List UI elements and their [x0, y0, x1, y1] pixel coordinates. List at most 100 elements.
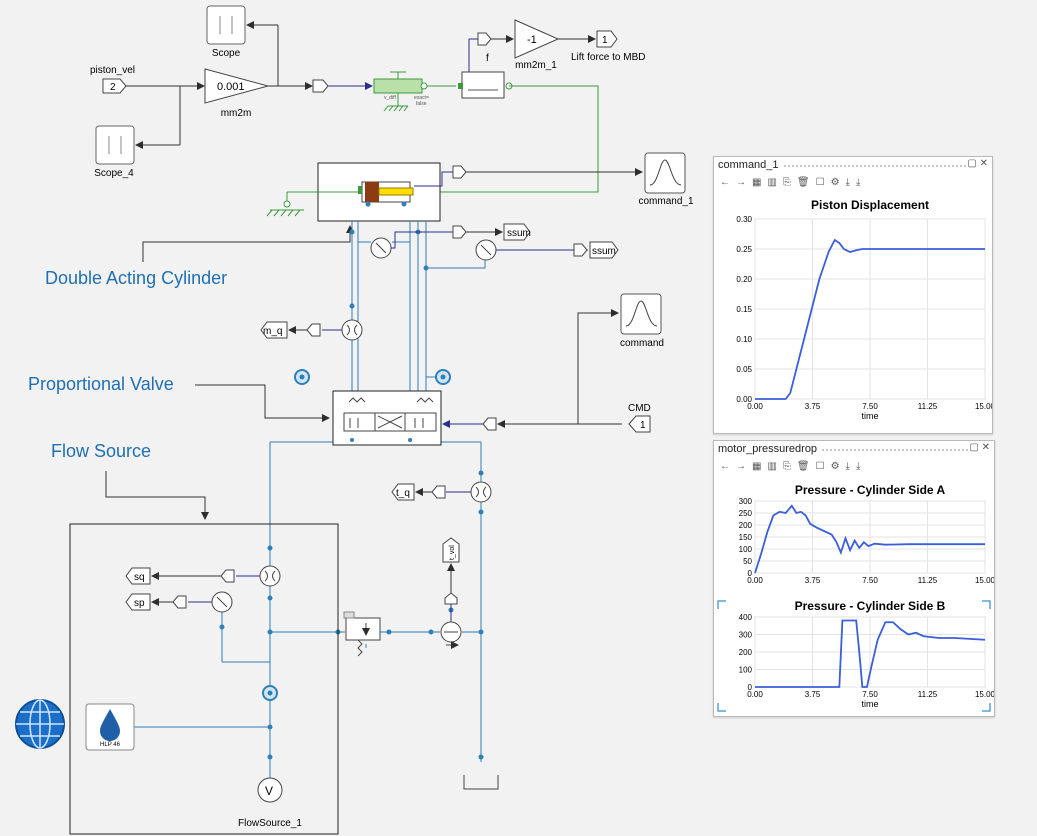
toolbar-button-4[interactable]: ⎘: [782, 177, 793, 188]
y-tick-label: 0.25: [736, 245, 752, 254]
volume-flow-meter[interactable]: [440, 621, 462, 649]
y-tick-label: 100: [739, 545, 753, 554]
top-signal-chain: Scope Scope_4 piston_vel 2 0.001 mm2m: [90, 5, 645, 193]
series-line-0: [755, 238, 985, 400]
flow-source-subsystem[interactable]: [69, 523, 339, 835]
toolbar-button-3[interactable]: ▥: [767, 177, 779, 188]
toolbar-button-4[interactable]: ⎘: [782, 461, 793, 472]
proportional-valve[interactable]: [332, 390, 442, 446]
scope4-block[interactable]: [95, 125, 135, 165]
sq-outport[interactable]: sq: [125, 567, 151, 585]
selection-corner-1: [982, 600, 991, 609]
toolbar-button-5[interactable]: 🗑: [796, 461, 812, 472]
volume-block[interactable]: V: [257, 777, 283, 803]
series-line-0: [755, 619, 986, 688]
toolbar-button-3[interactable]: ▥: [767, 461, 779, 472]
gain2-value: -1: [527, 34, 537, 46]
flow-sensor-mq[interactable]: [341, 319, 363, 341]
sq-label: sq: [134, 572, 145, 583]
panel1-window-controls[interactable]: ▢ ✕: [967, 158, 988, 169]
sp-outport[interactable]: sp: [125, 593, 151, 611]
tq-outport[interactable]: t_q: [391, 483, 415, 501]
toolbar-button-8[interactable]: ⤓: [845, 177, 852, 188]
cmd-inport-block[interactable]: 1: [628, 415, 651, 433]
plot-panel-command1[interactable]: command_1 ▢ ✕ ←→▦▥⎘🗑☐⚙⤓⤓ Piston Displace…: [713, 156, 993, 434]
toolbar-button-0[interactable]: ←: [720, 461, 732, 472]
toolbar-button-2[interactable]: ▦: [752, 177, 764, 188]
toolbar-button-0[interactable]: ←: [720, 177, 732, 188]
outport-1-block[interactable]: 1: [596, 30, 618, 48]
gain-mm2m1-block[interactable]: -1: [514, 19, 560, 59]
inport-2-block[interactable]: 2: [102, 78, 127, 94]
scope-top-label: Scope: [212, 48, 241, 59]
selection-corner-0: [717, 600, 726, 609]
toolbar-button-5[interactable]: 🗑: [796, 177, 812, 188]
flow-sensor-sq[interactable]: [259, 565, 281, 587]
chart-title: Piston Displacement: [811, 198, 929, 212]
vdiff-label: v_diff: [384, 95, 396, 101]
gain-value: 0.001: [217, 81, 245, 93]
y-tick-label: 100: [739, 666, 753, 675]
toolbar-button-7[interactable]: ⚙: [830, 177, 842, 188]
command-scope-block[interactable]: [620, 293, 662, 335]
toolbar-button-1[interactable]: →: [736, 177, 748, 188]
outport-1-number: 1: [602, 35, 608, 46]
toolbar-button-9[interactable]: ⤓: [855, 177, 863, 188]
callout-cylinder: Double Acting Cylinder: [45, 268, 228, 288]
gain-mm2m-block[interactable]: 0.001: [204, 68, 270, 104]
globe-icon[interactable]: [15, 699, 65, 749]
toolbar-button-6[interactable]: ☐: [815, 177, 827, 188]
tvol-label: t_vol: [449, 545, 456, 560]
sp-label: sp: [134, 598, 145, 609]
command-scope-label: command: [620, 338, 664, 349]
gain-mm2m1-label: mm2m_1: [515, 60, 557, 71]
panel2-window-controls[interactable]: ▢ ✕: [969, 442, 990, 453]
command1-scope-block[interactable]: [644, 152, 686, 194]
toolbar-button-7[interactable]: ⚙: [830, 461, 842, 472]
mq-label: m_q: [263, 326, 282, 337]
tvol-outport[interactable]: t_vol: [442, 537, 460, 563]
x-tick-label: 0.00: [747, 402, 763, 411]
pressure-sensor-a[interactable]: [370, 237, 392, 259]
command1-scope-label: command_1: [638, 196, 693, 207]
x-tick-label: 11.25: [918, 402, 938, 411]
panel1-toolbar: ←→▦▥⎘🗑☐⚙⤓⤓: [714, 177, 992, 193]
scope-top-block[interactable]: [206, 5, 246, 45]
gain-mm2m-label: mm2m: [221, 108, 252, 119]
selection-corner-2: [717, 703, 726, 712]
inport-2-number: 2: [110, 82, 116, 93]
x-tick-label: 7.50: [862, 576, 878, 585]
y-tick-label: 0.30: [736, 215, 752, 224]
toolbar-button-6[interactable]: ☐: [815, 461, 827, 472]
plot-panel-pressuredrop[interactable]: motor_pressuredrop ▢ ✕ ←→▦▥⎘🗑☐⚙⤓⤓ Pressu…: [713, 440, 995, 717]
fluid-properties-block[interactable]: HLP 46: [85, 703, 135, 751]
x-tick-label: 7.50: [862, 690, 878, 699]
panel1-title: command_1: [718, 159, 779, 171]
x-tick-label: 0.00: [747, 576, 763, 585]
mq-outport[interactable]: m_q: [260, 321, 288, 339]
panel2-toolbar: ←→▦▥⎘🗑☐⚙⤓⤓: [714, 461, 994, 477]
ssum2-block[interactable]: ssum: [589, 241, 619, 259]
pressure-sensor-b[interactable]: [475, 239, 497, 261]
toolbar-button-9[interactable]: ⤓: [855, 461, 863, 472]
ssum2-label: ssum: [592, 246, 616, 257]
velocity-source-block[interactable]: [373, 71, 428, 112]
chart-title: Pressure - Cylinder Side A: [795, 483, 946, 497]
x-tick-label: 3.75: [805, 576, 821, 585]
callout-source: Flow Source: [51, 441, 152, 461]
relief-valve[interactable]: [343, 611, 381, 657]
toolbar-button-1[interactable]: →: [736, 461, 748, 472]
toolbar-button-2[interactable]: ▦: [752, 461, 764, 472]
pressure-sensor-sp[interactable]: [211, 591, 233, 613]
force-sensor-block[interactable]: [458, 71, 513, 99]
y-tick-label: 300: [739, 631, 753, 640]
toolbar-button-8[interactable]: ⤓: [845, 461, 852, 472]
force-sensor-f-label: f: [486, 53, 489, 64]
flow-sensor-tq[interactable]: [470, 481, 492, 503]
series-line-0: [754, 504, 985, 574]
y-tick-label: 150: [739, 533, 753, 542]
y-tick-label: 0: [748, 683, 753, 692]
ssum1-block[interactable]: ssum: [503, 223, 531, 241]
